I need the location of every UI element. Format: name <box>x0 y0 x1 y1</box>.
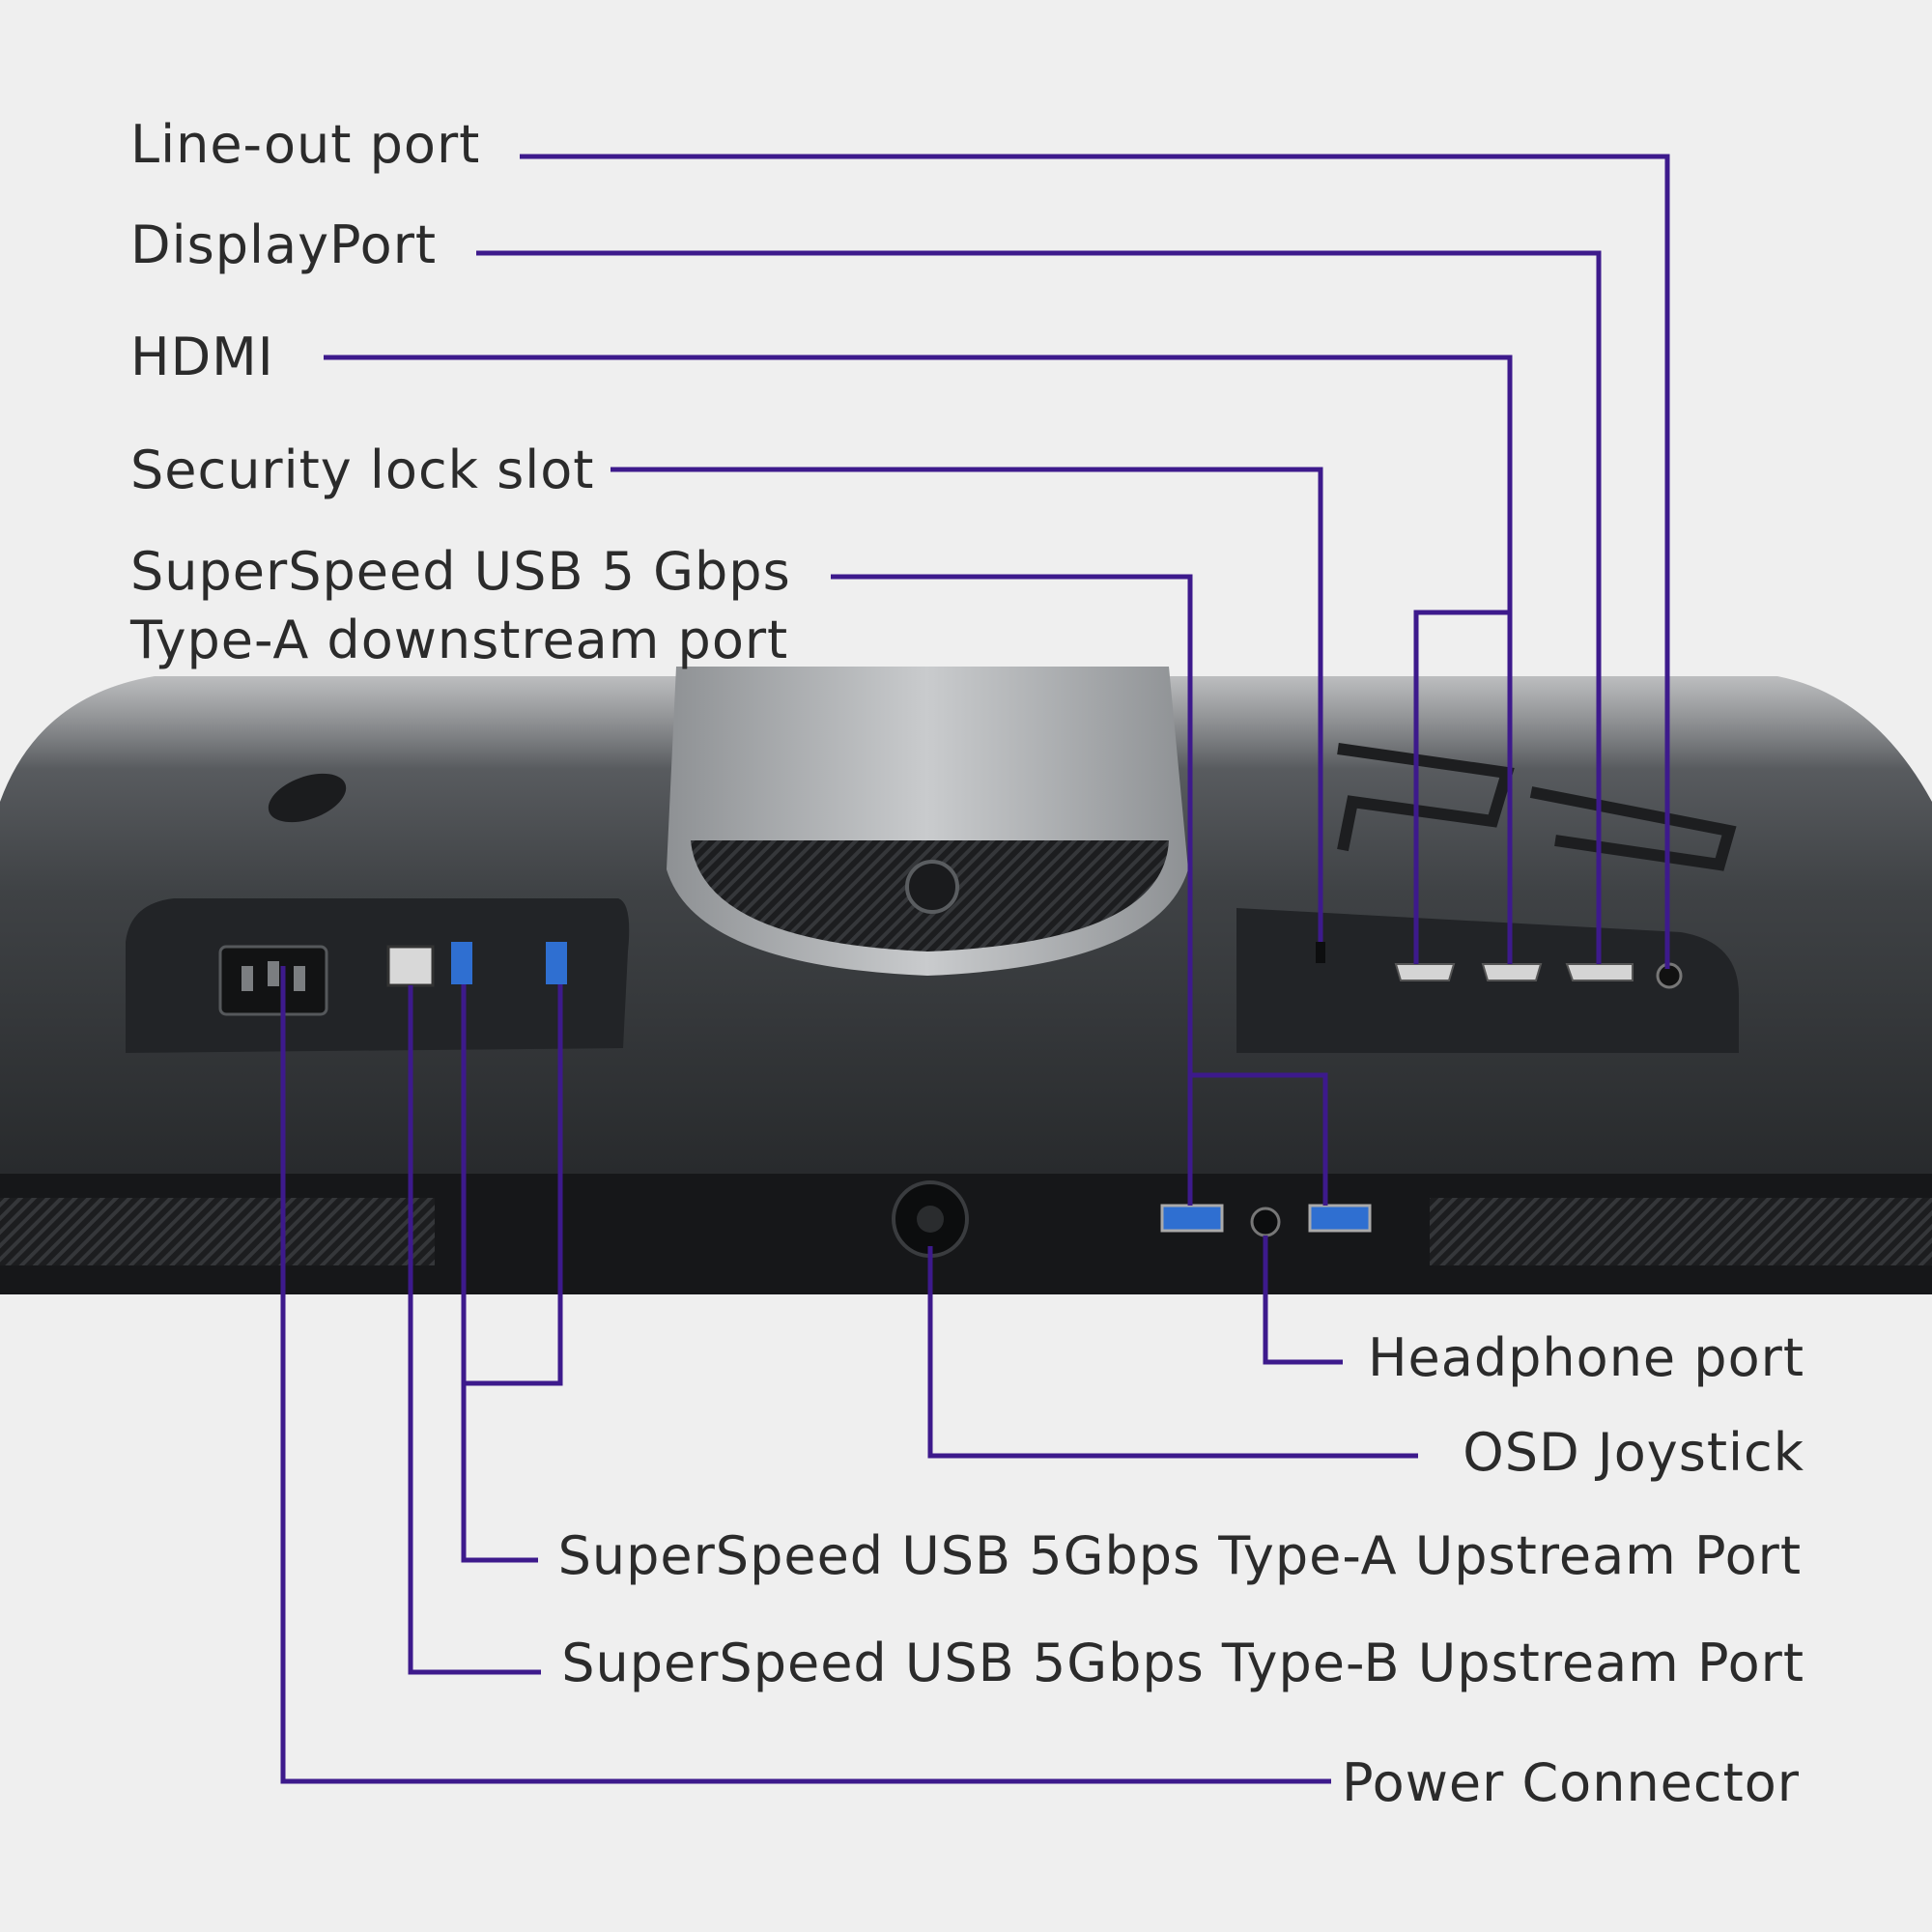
vent-grille-right <box>1430 1198 1932 1265</box>
stand-release-button <box>905 860 959 914</box>
left-port-panel <box>218 942 567 1016</box>
security-lock-leader <box>611 467 1323 942</box>
usb-a-port-icon <box>1308 1204 1372 1233</box>
bottom-port-row <box>892 1180 1372 1258</box>
hdmi-leader <box>324 355 1513 964</box>
osd-joystick-leader <box>927 1246 1418 1459</box>
usb-b-upstream-label: SuperSpeed USB 5Gbps Type-B Upstream Por… <box>561 1633 1804 1693</box>
usb-a-upstream-branch <box>464 984 563 1386</box>
osd-joystick-label: OSD Joystick <box>1463 1422 1804 1483</box>
line-out-label: Line-out port <box>130 114 481 175</box>
hdmi-port-icon <box>1481 963 1543 981</box>
usb-downstream-leader <box>831 574 1193 1206</box>
usb-downstream-label-line1: SuperSpeed USB 5 Gbps <box>130 541 791 602</box>
headphone-label: Headphone port <box>1367 1327 1804 1388</box>
callout-lines <box>280 154 1670 1784</box>
displayport-port-icon <box>1565 963 1634 981</box>
alien-logo-icon <box>268 773 347 823</box>
headphone-leader <box>1263 1236 1343 1365</box>
usb-b-upstream-leader <box>408 985 541 1675</box>
monitor-body <box>0 618 1932 1294</box>
usb-a-port-icon <box>546 942 567 984</box>
usb-a-port-icon <box>451 942 472 984</box>
right-port-panel <box>1316 942 1683 989</box>
hdmi-label: HDMI <box>130 327 274 387</box>
model-mark-icon <box>1337 743 1737 871</box>
power-connector-label: Power Connector <box>1342 1752 1800 1813</box>
line-out-leader <box>520 154 1670 969</box>
displayport-leader <box>476 250 1602 964</box>
usb-downstream-label-line2: Type-A downstream port <box>130 610 789 670</box>
lock-slot-icon <box>1316 942 1325 963</box>
usb-downstream-branch <box>1190 1072 1328 1206</box>
usb-a-upstream-leader <box>461 984 538 1563</box>
security-lock-label: Security lock slot <box>130 440 595 500</box>
hdmi-port-icon <box>1394 963 1456 981</box>
usb-a-port-icon <box>1160 1204 1224 1233</box>
usb-a-upstream-label: SuperSpeed USB 5Gbps Type-A Upstream Por… <box>557 1525 1802 1586</box>
power-leader <box>280 966 1331 1784</box>
audio-jack-icon <box>1250 1207 1281 1237</box>
hdmi-1-branch <box>1413 610 1510 964</box>
usb-b-port-icon <box>386 945 435 987</box>
displayport-label: DisplayPort <box>130 214 438 275</box>
vent-grille-left <box>0 1198 435 1265</box>
